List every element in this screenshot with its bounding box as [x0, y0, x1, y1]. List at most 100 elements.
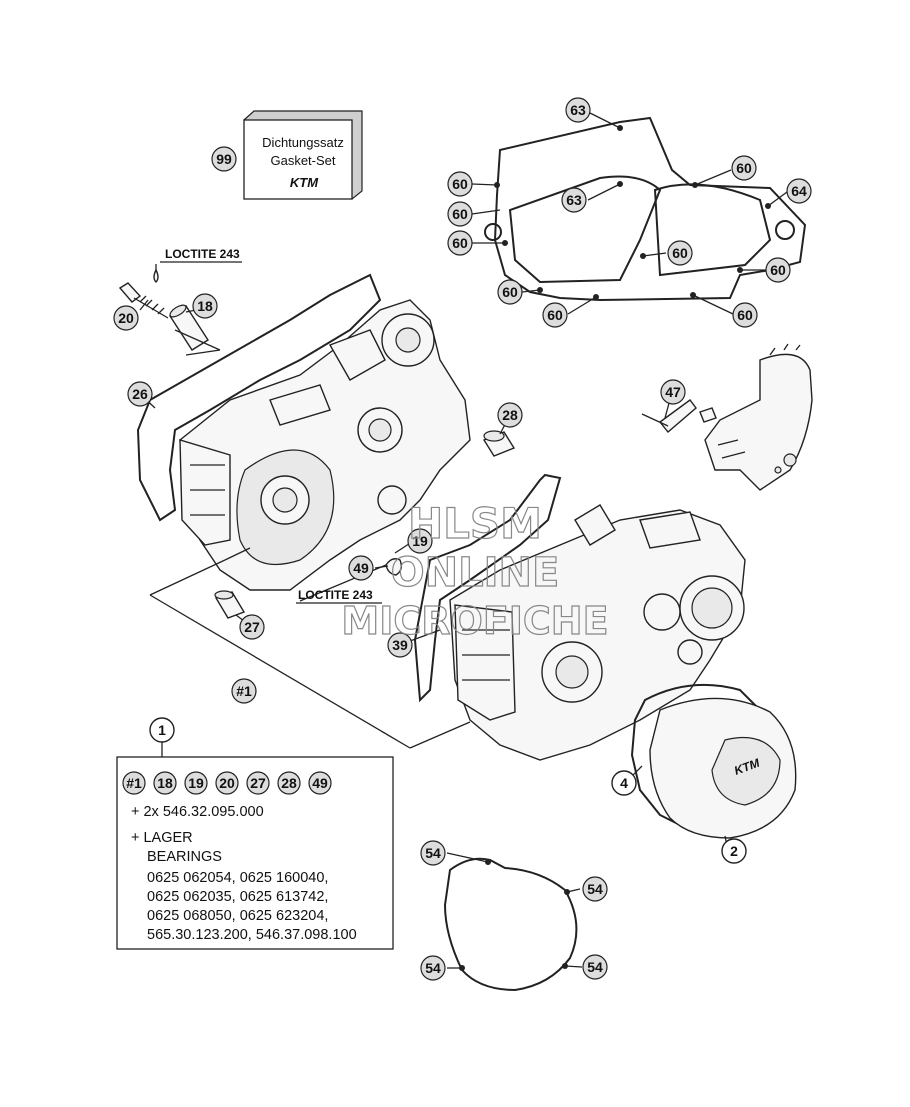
loctite-bottom-label: LOCTITE 243 — [298, 588, 373, 602]
loctite-drop-top — [153, 268, 159, 283]
callout-19: 19 — [407, 528, 433, 554]
legend-callout-3: 19 — [184, 771, 208, 795]
chain-guide-47 — [641, 343, 813, 491]
callout-18: 18 — [192, 293, 218, 319]
svg-text:60: 60 — [452, 176, 468, 192]
legend-callout-7: 49 — [308, 771, 332, 795]
svg-text:60: 60 — [452, 206, 468, 222]
svg-text:20: 20 — [118, 310, 134, 326]
legend-callout-5: 27 — [246, 771, 270, 795]
callout-60-d: 60 — [497, 279, 523, 305]
svg-text:#1: #1 — [126, 775, 142, 791]
watermark: HLSM ONLINE MICROFICHE — [341, 498, 609, 643]
svg-text:54: 54 — [587, 959, 603, 975]
seal-49 — [385, 558, 403, 576]
leader-lines-top — [471, 112, 788, 315]
legend-lager: + LAGER — [131, 830, 193, 846]
callout-63-top: 63 — [565, 97, 591, 123]
svg-text:63: 63 — [570, 102, 586, 118]
callout-60-f: 60 — [732, 302, 758, 328]
legend-callout-2: 18 — [153, 771, 177, 795]
legend-box: + 2x 546.32.095.000 + LAGER BEARINGS 062… — [117, 757, 393, 949]
legend-callout-1: #1 — [122, 771, 146, 795]
svg-text:27: 27 — [244, 619, 260, 635]
legend-plus-line: + 2x 546.32.095.000 — [131, 804, 264, 820]
svg-text:54: 54 — [425, 960, 441, 976]
svg-text:54: 54 — [587, 881, 603, 897]
svg-text:60: 60 — [547, 307, 563, 323]
svg-text:27: 27 — [250, 775, 266, 791]
callout-54-d: 54 — [582, 954, 608, 980]
callout-54-c: 54 — [420, 955, 446, 981]
svg-text:63: 63 — [566, 192, 582, 208]
svg-text:20: 20 — [219, 775, 235, 791]
callout-60-e: 60 — [542, 302, 568, 328]
legend-callout-6: 28 — [277, 771, 301, 795]
callout-26: 26 — [127, 381, 153, 407]
callout-54-a: 54 — [420, 840, 446, 866]
svg-text:60: 60 — [737, 307, 753, 323]
callout-39: 39 — [387, 632, 413, 658]
legend-bearings: BEARINGS — [147, 849, 222, 865]
svg-text:60: 60 — [736, 160, 752, 176]
ignition-cover-gasket — [443, 857, 578, 992]
callout-49: 49 — [348, 555, 374, 581]
svg-text:4: 4 — [620, 775, 628, 791]
svg-text:99: 99 — [216, 151, 232, 167]
svg-text:ONLINE: ONLINE — [391, 550, 560, 596]
callouts: 99 63 63 60 60 60 60 60 60 60 60 60 64 2… — [113, 97, 812, 981]
legend-numbers-1: 0625 062054, 0625 160040, — [147, 870, 329, 886]
callout-2: 2 — [721, 838, 747, 864]
svg-text:49: 49 — [353, 560, 369, 576]
gasket-kit-box: Dichtungssatz Gasket-Set KTM — [244, 111, 362, 199]
svg-text:26: 26 — [132, 386, 148, 402]
svg-text:28: 28 — [281, 775, 297, 791]
legend-numbers-4: 565.30.123.200, 546.37.098.100 — [147, 927, 357, 943]
dowel-18 — [169, 304, 209, 351]
svg-text:2: 2 — [730, 843, 738, 859]
svg-text:MICROFICHE: MICROFICHE — [341, 599, 608, 643]
legend-part-callouts: #1 18 19 20 27 28 49 — [122, 771, 332, 795]
callout-60-b: 60 — [447, 201, 473, 227]
callout-4: 4 — [611, 770, 637, 796]
callout-63-inner: 63 — [561, 187, 587, 213]
callout-54-b: 54 — [582, 876, 608, 902]
gasket-kit-title-de: Dichtungssatz — [262, 135, 344, 150]
callout-27: 27 — [239, 614, 265, 640]
svg-text:60: 60 — [452, 235, 468, 251]
callout-20: 20 — [113, 305, 139, 331]
svg-text:54: 54 — [425, 845, 441, 861]
svg-text:19: 19 — [188, 775, 204, 791]
legend-numbers-2: 0625 062035, 0625 613742, — [147, 889, 329, 905]
callout-60-a: 60 — [447, 171, 473, 197]
loctite-labels: LOCTITE 243 LOCTITE 243 — [160, 247, 382, 604]
legend-callout-4: 20 — [215, 771, 239, 795]
svg-text:#1: #1 — [236, 683, 252, 699]
svg-text:60: 60 — [502, 284, 518, 300]
bushing-27 — [214, 590, 246, 619]
svg-text:19: 19 — [412, 533, 428, 549]
callout-99: 99 — [211, 146, 237, 172]
svg-text:HLSM: HLSM — [408, 499, 542, 548]
callout-60-i: 60 — [731, 155, 757, 181]
svg-text:39: 39 — [392, 637, 408, 653]
svg-text:28: 28 — [502, 407, 518, 423]
cylinder-gasket — [484, 116, 807, 302]
svg-text:18: 18 — [197, 298, 213, 314]
callout-60-g: 60 — [765, 257, 791, 283]
svg-text:18: 18 — [157, 775, 173, 791]
svg-text:60: 60 — [770, 262, 786, 278]
callout-28: 28 — [497, 402, 523, 428]
ignition-cover: KTM — [630, 683, 797, 839]
right-crankcase-half — [413, 473, 746, 761]
legend-numbers-3: 0625 068050, 0625 623204, — [147, 908, 329, 924]
ktm-logo: KTM — [289, 175, 319, 190]
callout-assembly: #1 — [231, 678, 257, 704]
svg-text:60: 60 — [672, 245, 688, 261]
callout-60-c: 60 — [447, 230, 473, 256]
callout-60-h: 60 — [667, 240, 693, 266]
svg-text:1: 1 — [158, 722, 166, 738]
gasket-kit-box-frame — [243, 110, 363, 200]
gasket-kit-title-en: Gasket-Set — [270, 153, 336, 168]
svg-text:49: 49 — [312, 775, 328, 791]
